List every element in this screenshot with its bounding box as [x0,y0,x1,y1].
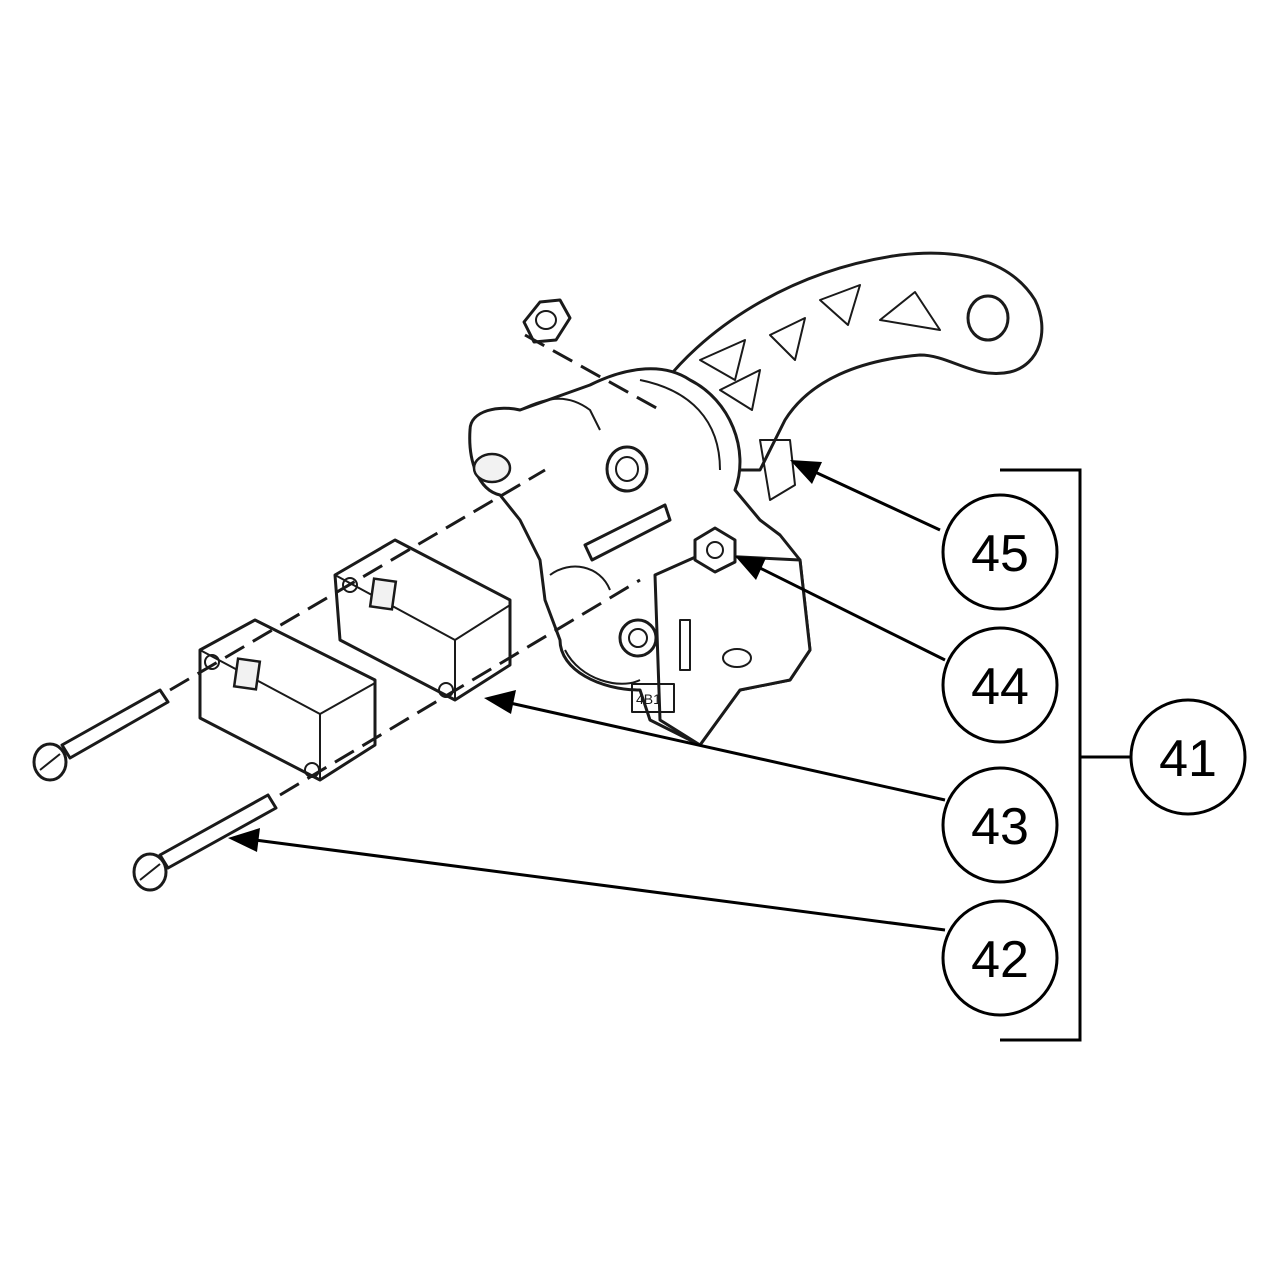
micro-switch-upper [333,538,512,702]
top-lock-nut [522,298,572,344]
part-marking-text: 4B1 [636,691,661,707]
leader-45 [790,460,941,532]
lever-arm [653,251,1044,472]
callout-41-label: 41 [1159,730,1217,788]
callout-41: 41 [1129,698,1247,816]
screw-upper [32,688,170,782]
leader-43 [484,690,946,802]
leader-42 [228,828,946,932]
callout-43-label: 43 [971,798,1029,856]
assembly-lines [169,333,661,797]
callout-42: 42 [941,899,1059,1017]
callout-42-label: 42 [971,931,1029,989]
group-bracket [1000,468,1133,1042]
screw-lower [132,793,278,892]
actuator-housing: 4B1 [468,367,812,747]
callout-43: 43 [941,766,1059,884]
callout-44-label: 44 [971,658,1029,716]
leader-44 [735,556,946,662]
micro-switch-lower [198,618,377,782]
callout-44: 44 [941,626,1059,744]
callout-45-label: 45 [971,525,1029,583]
callout-45: 45 [941,493,1059,611]
adjuster-nut [693,526,737,574]
